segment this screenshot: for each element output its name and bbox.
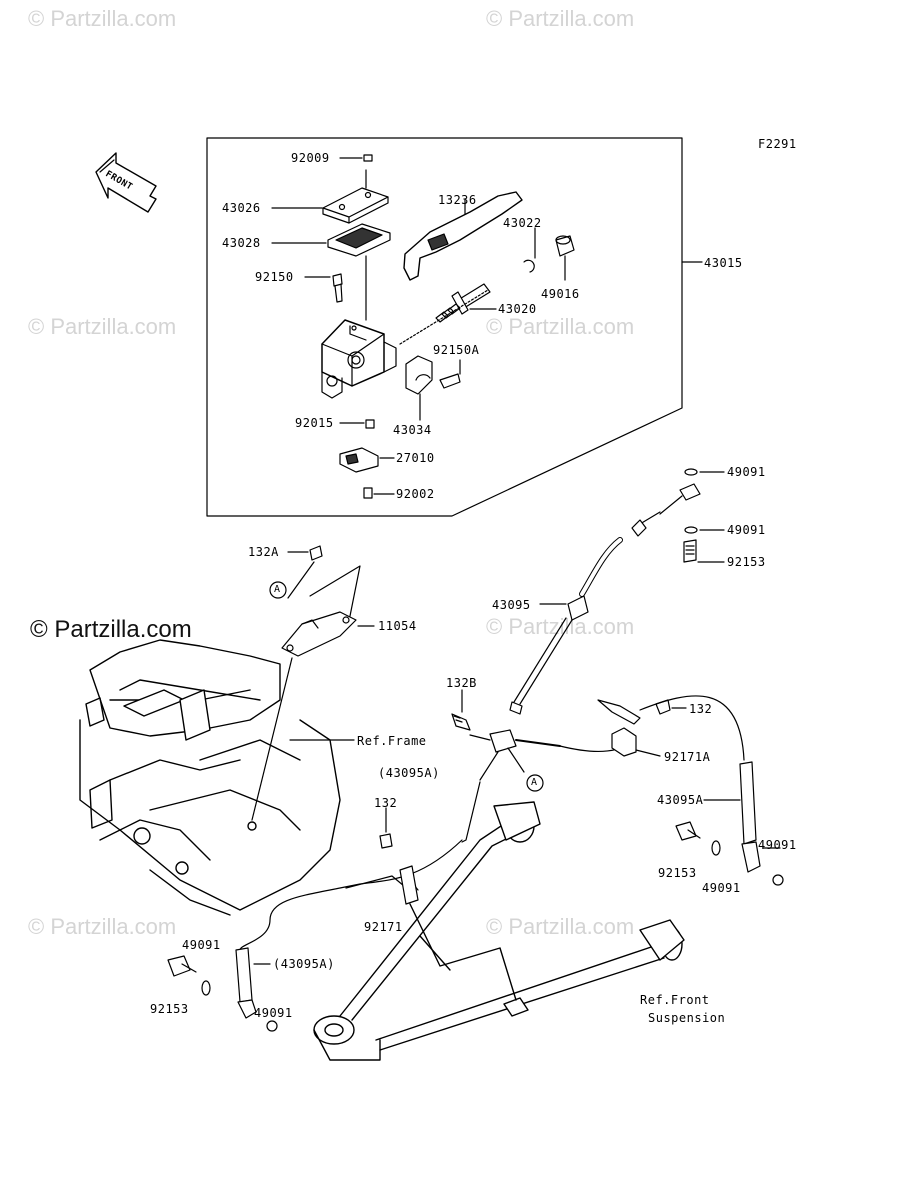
callout-132-right[interactable]: 132 xyxy=(689,702,713,716)
watermark-top-right: © Partzilla.com xyxy=(486,6,635,31)
diaphragm-part xyxy=(271,223,391,321)
master-cylinder-body-part xyxy=(321,319,397,399)
callout-49091-top[interactable]: 49091 xyxy=(727,465,766,479)
callout-43015[interactable]: 43015 xyxy=(704,256,743,270)
callout-49016[interactable]: 49016 xyxy=(541,287,580,301)
watermark-lower-right: © Partzilla.com xyxy=(486,914,635,939)
callout-49091-upper[interactable]: 49091 xyxy=(727,523,766,537)
reservoir-cap-part xyxy=(271,169,389,224)
bolt-132b-part xyxy=(451,689,471,731)
brake-hose-left-part xyxy=(167,781,481,1032)
callout-43095a-bottom[interactable]: (43095A) xyxy=(273,957,335,971)
brake-switch-part xyxy=(339,447,395,473)
callout-49091-right-low[interactable]: 49091 xyxy=(702,881,741,895)
watermark-copyright: © Partzilla.com xyxy=(30,616,192,643)
callout-49091-right[interactable]: 49091 xyxy=(758,838,797,852)
callout-27010[interactable]: 27010 xyxy=(396,451,435,465)
cap-screw-part xyxy=(339,154,373,162)
callout-43026[interactable]: 43026 xyxy=(222,201,261,215)
brake-hose-upper-part xyxy=(509,468,725,715)
screw-92002-part xyxy=(363,487,373,499)
callout-43095a-left[interactable]: (43095A) xyxy=(378,766,440,780)
callout-43020[interactable]: 43020 xyxy=(498,302,537,316)
callout-13236[interactable]: 13236 xyxy=(438,193,477,207)
callout-132b[interactable]: 132B xyxy=(446,676,477,690)
callout-43034[interactable]: 43034 xyxy=(393,423,432,437)
callout-43022[interactable]: 43022 xyxy=(503,216,542,230)
bushing-part xyxy=(555,235,575,281)
marker-a-lower: A xyxy=(531,777,538,788)
marker-a-upper: A xyxy=(274,584,281,595)
callout-49091-left-low[interactable]: 49091 xyxy=(254,1006,293,1020)
brake-joint-part xyxy=(469,729,561,792)
circlip-part xyxy=(523,259,535,273)
callout-92171a[interactable]: 92171A xyxy=(664,750,711,764)
frame-part xyxy=(79,639,341,916)
callout-92153-right[interactable]: 92153 xyxy=(658,866,697,880)
callout-92150a[interactable]: 92150A xyxy=(433,343,480,357)
piston-assembly-part xyxy=(399,283,497,345)
front-arrow-icon xyxy=(95,152,157,213)
bolt-92150a-part xyxy=(439,359,461,389)
callout-92171[interactable]: 92171 xyxy=(364,920,403,934)
clamp-holder-part xyxy=(405,355,433,421)
callout-92153-left[interactable]: 92153 xyxy=(150,1002,189,1016)
callout-49091-left[interactable]: 49091 xyxy=(182,938,221,952)
bracket-11054-part xyxy=(251,561,375,821)
callout-92002[interactable]: 92002 xyxy=(396,487,435,501)
callout-43095a-right[interactable]: 43095A xyxy=(657,793,704,807)
callout-43028[interactable]: 43028 xyxy=(222,236,261,250)
watermark-mid-left: © Partzilla.com xyxy=(28,314,177,339)
watermark-lower-left: © Partzilla.com xyxy=(28,914,177,939)
diagram-code: F2291 xyxy=(758,137,797,151)
watermark-mid-right: © Partzilla.com xyxy=(486,314,635,339)
bolt-92150-part xyxy=(304,273,343,303)
screw-92015-part xyxy=(365,419,375,429)
callout-11054[interactable]: 11054 xyxy=(378,619,417,633)
a-arm-part xyxy=(313,801,685,1061)
callout-43095[interactable]: 43095 xyxy=(492,598,531,612)
ref-suspension-label: Suspension xyxy=(648,1011,726,1025)
brake-hose-right-part xyxy=(559,695,784,886)
callout-92153-upper[interactable]: 92153 xyxy=(727,555,766,569)
callout-132-center[interactable]: 132 xyxy=(374,796,398,810)
brake-lever-part xyxy=(403,191,523,281)
kit-group-outline xyxy=(206,137,683,517)
ref-frame-label: Ref.Frame xyxy=(357,734,427,748)
ref-front-label: Ref.Front xyxy=(640,993,710,1007)
watermark-top-left: © Partzilla.com xyxy=(28,6,177,31)
bolt-132a-part xyxy=(309,545,323,561)
callout-92150[interactable]: 92150 xyxy=(255,270,294,284)
callout-92015[interactable]: 92015 xyxy=(295,416,334,430)
callout-132a[interactable]: 132A xyxy=(248,545,279,559)
callout-92009[interactable]: 92009 xyxy=(291,151,330,165)
